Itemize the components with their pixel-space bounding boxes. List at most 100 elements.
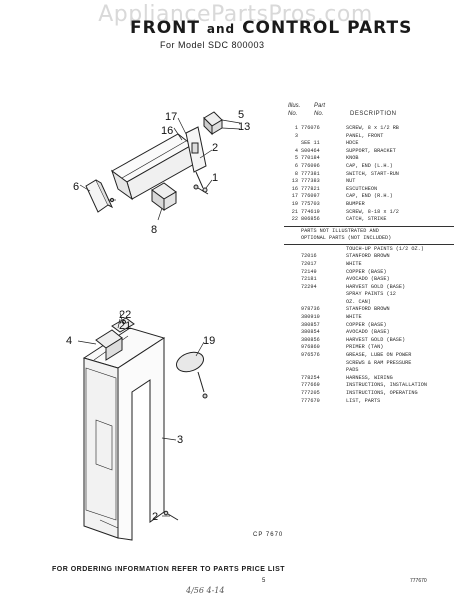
watermark: AppliancePartsPros.com (98, 2, 373, 27)
end-cap-left-part (85, 179, 116, 213)
page-title: FRONT and CONTROL PARTS (130, 18, 412, 38)
table-row: SCREWS & RAM PRESSURE (284, 360, 464, 368)
support-bracket-part (95, 329, 123, 361)
callout-4: 4 (66, 335, 72, 347)
callout-17: 17 (165, 111, 177, 123)
callout-3: 3 (177, 434, 183, 446)
part-description: INSTRUCTIONS, OPERATING (346, 390, 418, 396)
table-divider-2 (284, 243, 454, 245)
part-description: SCREW, 8-18 x 1/2 (346, 208, 399, 215)
part-description: SUPPORT, BRACKET (346, 147, 396, 154)
callout-6: 6 (73, 181, 79, 193)
part-number: 72016 (301, 253, 317, 260)
part-description: HARVEST GOLD (BASE) (346, 336, 406, 343)
part-description: STANFORD BROWN (346, 306, 390, 313)
illus-number: 8 (294, 170, 298, 177)
page-subtitle: For Model SDC 800003 (160, 40, 265, 50)
part-description: SCREWS & RAM PRESSURE (346, 359, 412, 366)
knob-part (203, 111, 223, 136)
part-description: HARNESS, WIRING (346, 374, 393, 381)
part-description: HARVEST GOLD (BASE) (346, 283, 406, 290)
illus-number: 5 (294, 155, 298, 162)
part-number: 777670 (301, 397, 320, 404)
callout-2: 2 (212, 142, 218, 154)
part-description: KNOB (346, 155, 359, 162)
header-no-illus: No. (288, 111, 298, 117)
strike-catch-part (111, 317, 135, 333)
table-row: 72294 HARVEST GOLD (BASE) (284, 284, 464, 292)
part-description: BUMPER (346, 200, 365, 207)
header-description: DESCRIPTION (350, 111, 397, 117)
part-number: 380856 (301, 336, 320, 343)
callout-1: 1 (212, 172, 218, 184)
illus-number: 3 (294, 132, 298, 139)
part-description: PRIMER (TAN) (346, 344, 384, 351)
reference-number: 777670 (410, 578, 427, 584)
illus-number: 17 (291, 193, 298, 200)
callout-16: 16 (161, 125, 173, 137)
header-part: Part (314, 103, 326, 109)
part-number: 72181 (301, 276, 317, 283)
parts-table-header: Illus. Part No. No. DESCRIPTION (284, 103, 464, 125)
part-number: 777821 (301, 185, 320, 192)
part-number: 976576 (301, 352, 320, 359)
leader-lines-upper (79, 117, 241, 221)
leader-lines-lower (77, 312, 205, 517)
part-number: 777381 (301, 170, 320, 177)
part-number: 775703 (301, 200, 320, 207)
table-row: 3 PANEL, FRONT (284, 133, 464, 141)
screw-part (193, 184, 209, 195)
header-illus: Illus. (288, 103, 301, 109)
part-description: NUT (346, 178, 356, 185)
part-description: GREASE, LUBE ON POWER (346, 352, 412, 359)
callout-8: 8 (151, 224, 157, 236)
callout-13: 13 (238, 121, 250, 133)
part-number: 806856 (301, 216, 320, 223)
part-description: PANEL, FRONT (346, 132, 384, 139)
table-row: 380856 HARVEST GOLD (BASE) (284, 337, 464, 345)
part-description: AVOCADO (BASE) (346, 276, 390, 283)
not-illustrated-note: PARTS NOT ILLUSTRATED AND (301, 227, 379, 234)
table-row: TOUCH-UP PAINTS (1/2 OZ.) (284, 246, 464, 254)
handwritten-note: 4/56 4-14 (186, 586, 225, 595)
illus-number: 16 (291, 185, 298, 192)
illus-number: 19 (291, 200, 298, 207)
part-description: COPPER (BASE) (346, 321, 387, 328)
part-description: PADS (346, 367, 359, 374)
part-description: AVOCADO (BASE) (346, 329, 390, 336)
illus-number: 4 (294, 147, 298, 154)
part-description: CAP, END (L.H.) (346, 162, 393, 169)
callout-19: 19 (203, 335, 215, 347)
callout-21: 21 (119, 320, 131, 332)
part-description: WHITE (346, 314, 362, 321)
part-description: COPPER (BASE) (346, 268, 387, 275)
bottom-screw-part (163, 510, 179, 521)
part-number: 777383 (301, 178, 320, 185)
part-description: HDCE (346, 140, 359, 147)
part-number: 72149 (301, 268, 317, 275)
part-number: 777669 (301, 382, 320, 389)
table-row: SPRAY PAINTS (12 (284, 291, 464, 299)
part-number: 978736 (301, 306, 320, 313)
part-number: 72294 (301, 283, 317, 290)
table-row: OZ. CAN) (284, 299, 464, 307)
escutcheon-part (111, 133, 197, 201)
part-number: SEE 11 (301, 140, 320, 147)
